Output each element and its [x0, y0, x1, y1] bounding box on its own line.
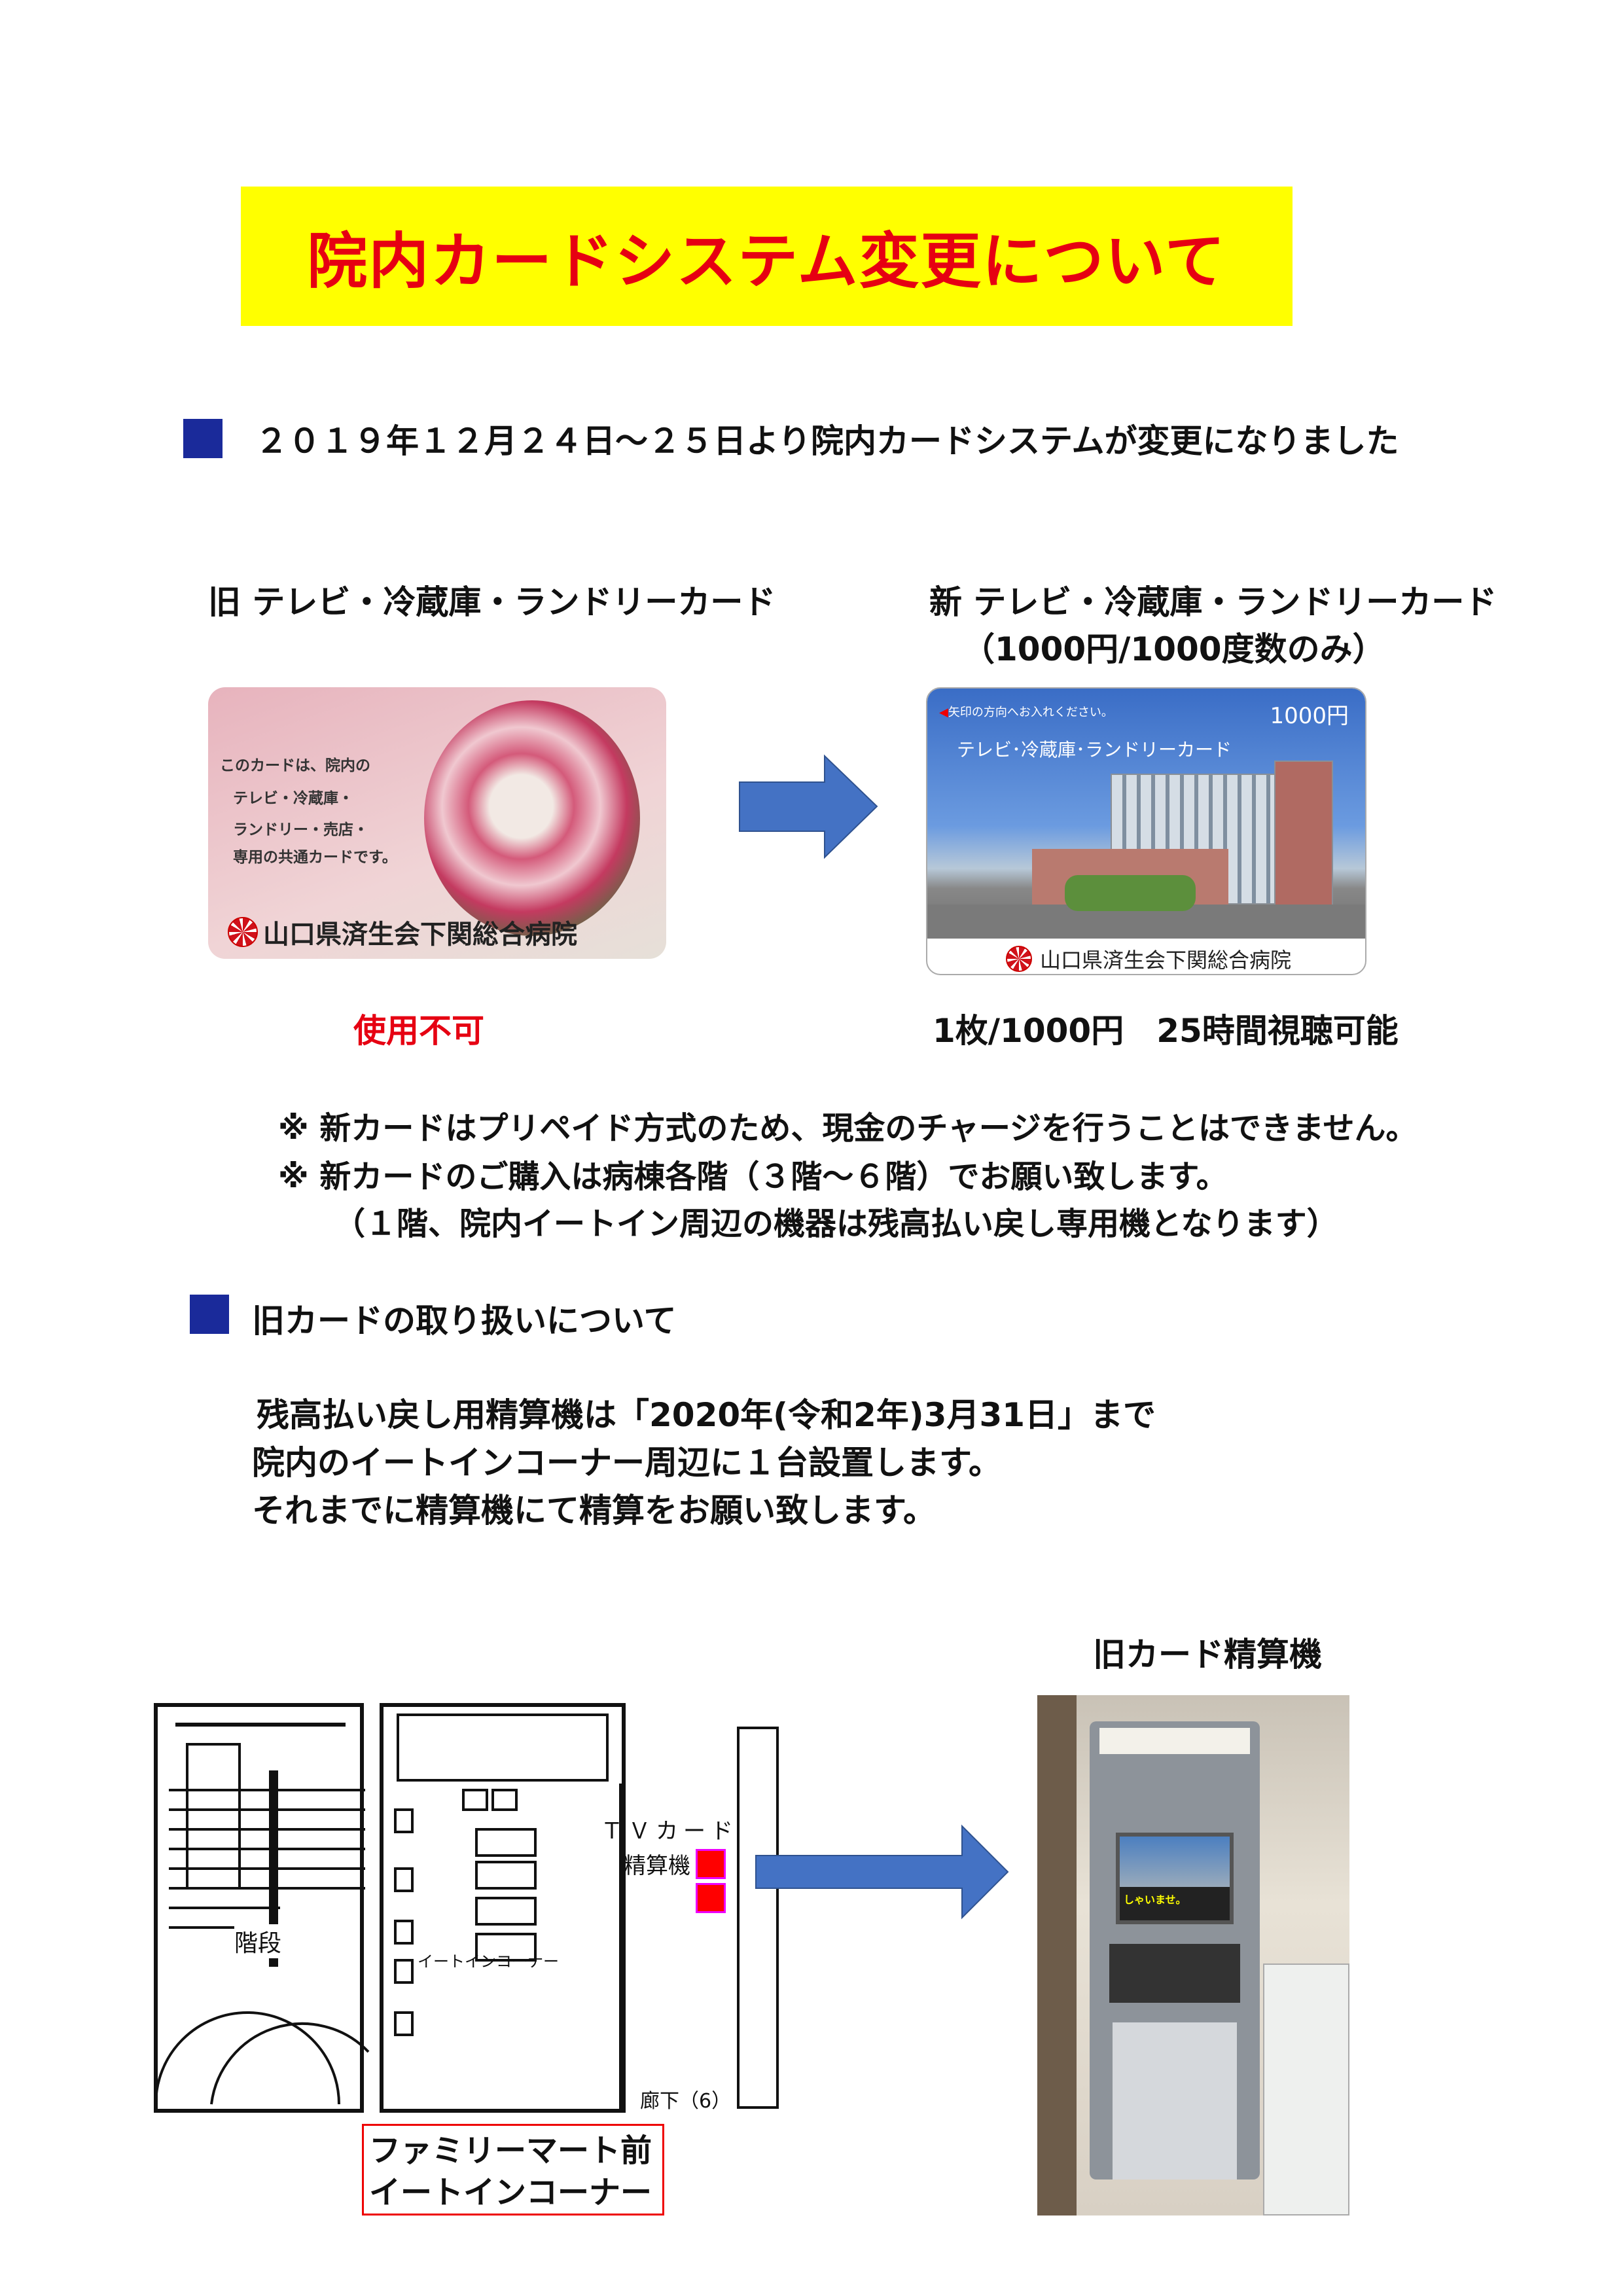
page-title: 院内カードシステム変更について	[307, 226, 1226, 296]
title-banner: 院内カードシステム変更について	[241, 187, 1293, 326]
arrow-right-icon	[739, 754, 878, 859]
plan-label-stairs: 階段	[234, 1924, 282, 1958]
screen-text: しゃいませ。	[1124, 1893, 1186, 1906]
arrow-right-icon	[755, 1824, 1009, 1920]
new-card-heading: 新 テレビ・冷蔵庫・ランドリーカード	[929, 583, 1497, 621]
old-card-image: このカードは、院内の テレビ・冷蔵庫・ ランドリー・売店・ 専用の共通カードです…	[208, 687, 666, 959]
paragraph-line: 院内のイートインコーナー周辺に１台設置します。	[252, 1444, 1001, 1482]
note-1: ※ 新カードはプリペイド方式のため、現金のチャージを行うことはできません。	[278, 1110, 1418, 1147]
machine-sign	[1099, 1728, 1250, 1754]
machine-label: 旧カード精算機	[1093, 1636, 1322, 1674]
machine-screen: しゃいませ。	[1116, 1833, 1234, 1924]
new-card-info: 1枚/1000円 25時間視聴可能	[933, 1012, 1399, 1050]
card-text: テレビ・冷蔵庫・	[233, 790, 353, 807]
bullet-square-icon	[183, 419, 223, 458]
insert-instruction: 矢印の方向へお入れください。	[948, 706, 1113, 719]
plan-label-corridor: 廊下（6）	[640, 2090, 732, 2113]
location-box: ファミリーマート前 イートインコーナー	[362, 2124, 664, 2215]
hospital-logo-icon	[1006, 946, 1032, 972]
section1-heading: ２０１９年１２月２４日～２５日より院内カードシステムが変更になりました	[255, 422, 1399, 460]
hospital-name: 山口県済生会下関総合病院	[1006, 944, 1291, 974]
card-text: ランドリー・売店・	[233, 821, 368, 838]
plan-label-eat-in: イートインコーナー	[418, 1952, 559, 1971]
floor-plan-drawing	[154, 1703, 779, 2113]
hospital-logo-icon	[228, 917, 258, 947]
card-text: 専用の共通カードです。	[233, 849, 397, 866]
location-line: イートインコーナー	[369, 2174, 652, 2211]
plan-label-tv-card: ＴＶカード	[601, 1818, 738, 1844]
machine-location-marker	[696, 1849, 726, 1879]
plan-label-machine: 精算機	[624, 1853, 690, 1879]
hospital-label: 山口県済生会下関総合病院	[263, 920, 577, 950]
section2-heading: 旧カードの取り扱いについて	[252, 1302, 677, 1340]
new-card-subheading: （1000円/1000度数のみ）	[962, 630, 1385, 668]
old-card-heading: 旧 テレビ・冷蔵庫・ランドリーカード	[208, 583, 776, 621]
hospital-building-photo	[927, 689, 1365, 939]
new-card-image: ◀矢印の方向へお入れください。 1000円 テレビ･冷蔵庫･ランドリーカード 山…	[926, 687, 1366, 975]
settlement-machine-photo: しゃいませ。	[1037, 1695, 1349, 2215]
old-card-status: 使用不可	[353, 1012, 484, 1050]
card-text: このカードは、院内の	[220, 757, 370, 774]
bullet-square-icon	[190, 1295, 229, 1334]
hospital-label: 山口県済生会下関総合病院	[1040, 948, 1292, 973]
machine-location-marker	[696, 1883, 726, 1913]
card-price: 1000円	[1270, 703, 1349, 729]
paragraph-line: それまでに精算機にて精算をお願い致します。	[252, 1492, 936, 1530]
note-2: ※ 新カードのご購入は病棟各階（３階～６階）でお願い致します。	[278, 1158, 1228, 1195]
location-line: ファミリーマート前	[369, 2132, 652, 2169]
hospital-name: 山口県済生会下関総合病院	[228, 913, 577, 951]
note-3: （１階、院内イートイン周辺の機器は残高払い戻し専用機となります）	[334, 1206, 1338, 1242]
paragraph-line: 残高払い戻し用精算機は「2020年(令和2年)3月31日」まで	[257, 1396, 1156, 1434]
angel-photo	[424, 700, 640, 936]
insert-arrow-icon: ◀	[939, 706, 948, 719]
card-title: テレビ･冷蔵庫･ランドリーカード	[957, 739, 1232, 761]
floor-plan: ＴＶカード 精算機 階段 イートインコーナー 廊下（6）	[149, 1692, 782, 2130]
